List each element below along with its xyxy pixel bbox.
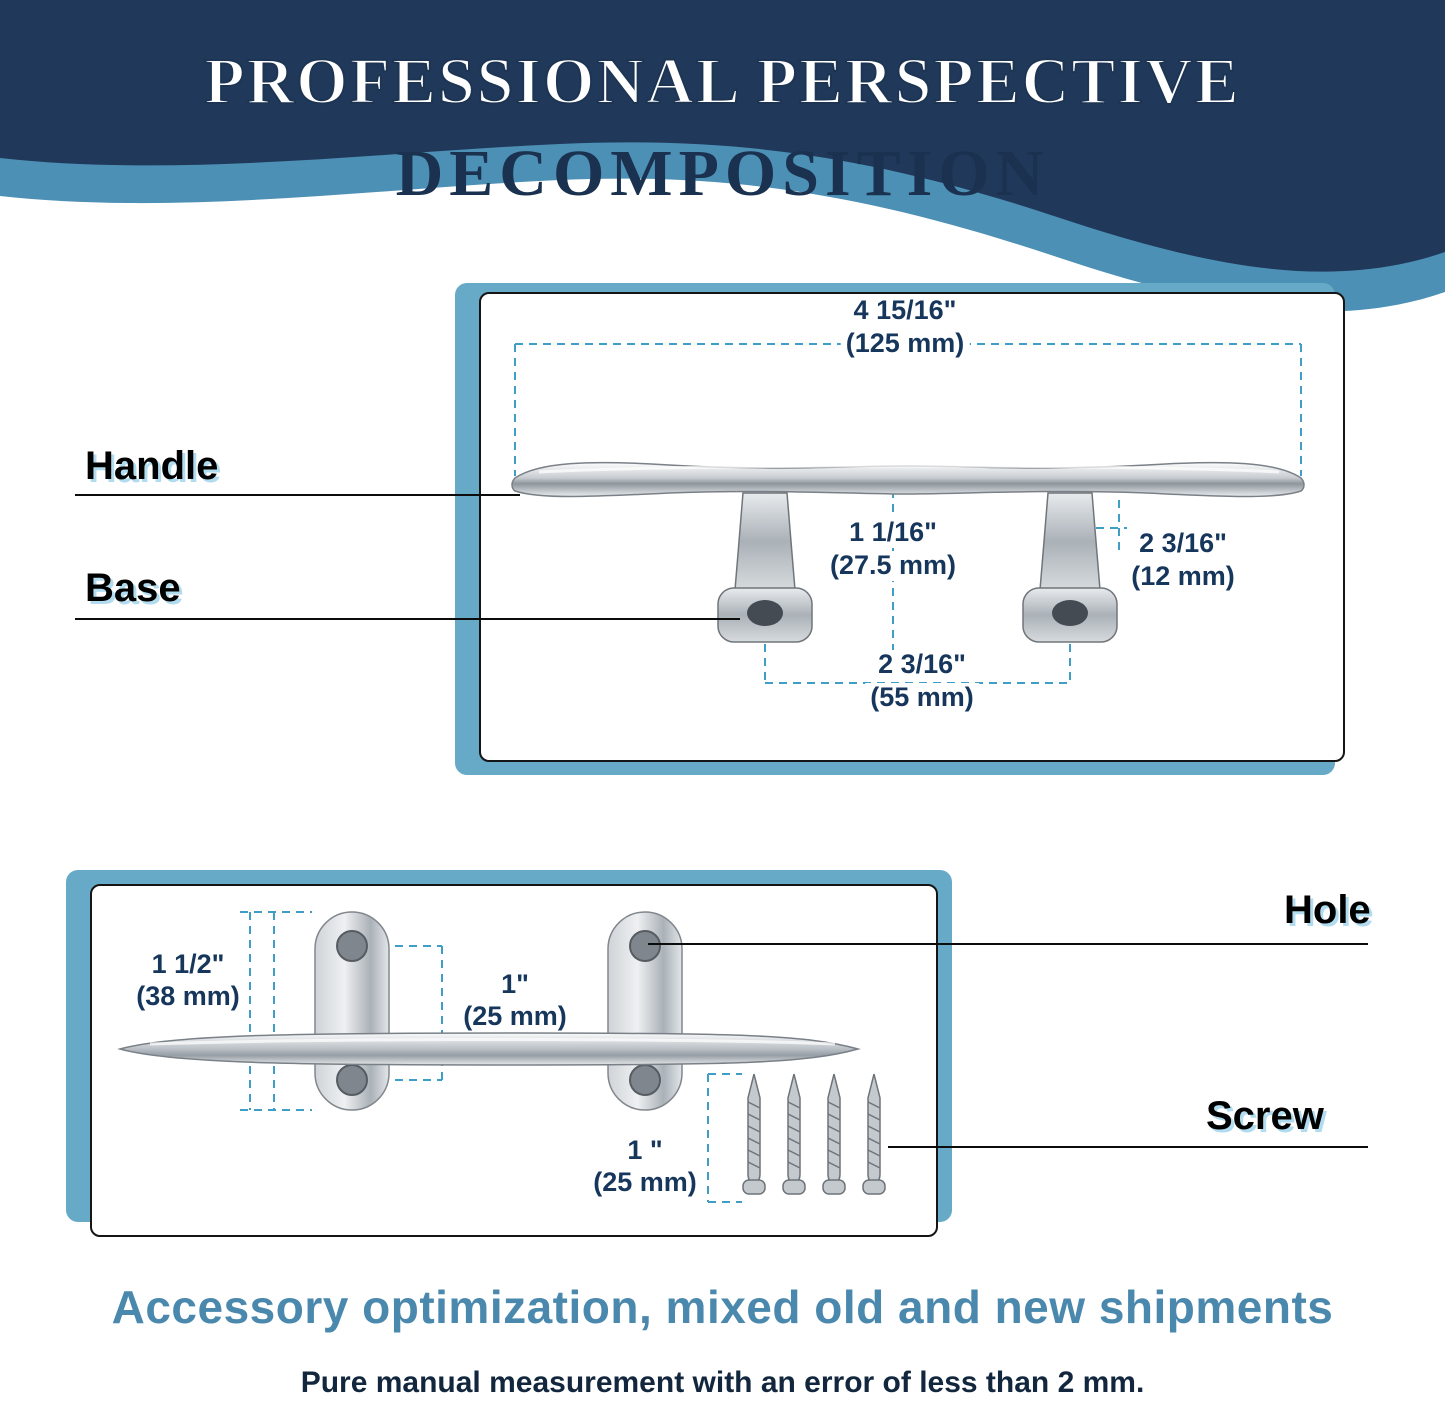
dim-screw-inches: 1 " (622, 1135, 668, 1166)
dim-side-mm: (12 mm) (1126, 561, 1240, 592)
left-plate-top-hole (336, 930, 368, 962)
dim-hole-inches: 1" (496, 969, 534, 1000)
dim-span-mm: (55 mm) (865, 682, 979, 713)
dim-plate-inches: 1 1/2" (146, 949, 230, 980)
handle-label: Handle (85, 444, 219, 488)
dim-side-inches: 2 3/16" (1134, 528, 1232, 559)
screw-leader-line (888, 1146, 1368, 1148)
navy-wave-band (0, 0, 1445, 272)
right-base-opening (1052, 600, 1088, 626)
right-plate-bottom-hole (629, 1064, 661, 1096)
panel2-dimension-lines (240, 911, 742, 1203)
header-wave-banner (0, 0, 1445, 312)
cleat-side-view-illustration (511, 343, 1305, 684)
screws-illustration (742, 1073, 886, 1195)
handle-leader-line (75, 494, 520, 496)
handle-highlight (538, 464, 1280, 474)
bar-highlight (149, 1038, 836, 1046)
base-leader-line (75, 618, 740, 620)
panel1-dimension-lines (514, 343, 1302, 684)
right-plate-top-hole (629, 930, 661, 962)
dim-height-inches: 1 1/16" (844, 517, 942, 548)
footer-headline: Accessory optimization, mixed old and ne… (111, 1281, 1334, 1333)
cleat-top-view-illustration (117, 911, 886, 1203)
screw-label: Screw (1206, 1094, 1324, 1138)
base-label: Base (85, 566, 181, 610)
hole-leader-line (648, 943, 1368, 945)
dim-height-mm: (27.5 mm) (824, 550, 962, 581)
hole-label: Hole (1284, 888, 1371, 932)
left-base-opening (747, 600, 783, 626)
dim-width-inches: 4 15/16" (848, 295, 962, 326)
left-plate-bottom-hole (336, 1064, 368, 1096)
dim-width-mm: (125 mm) (840, 328, 970, 359)
page-title-line1: PROFESSIONAL PERSPECTIVE (203, 44, 1241, 119)
footer-subline: Pure manual measurement with an error of… (300, 1366, 1145, 1399)
cleat-right-leg (1039, 492, 1101, 591)
dim-hole-mm: (25 mm) (458, 1001, 572, 1032)
dim-plate-mm: (38 mm) (131, 981, 245, 1012)
page-title-line2: DECOMPOSITION (395, 137, 1050, 210)
cleat-left-leg (734, 492, 796, 591)
cleat-bar-top-view (117, 1032, 861, 1066)
dim-span-inches: 2 3/16" (873, 649, 971, 680)
dim-screw-mm: (25 mm) (588, 1167, 702, 1198)
